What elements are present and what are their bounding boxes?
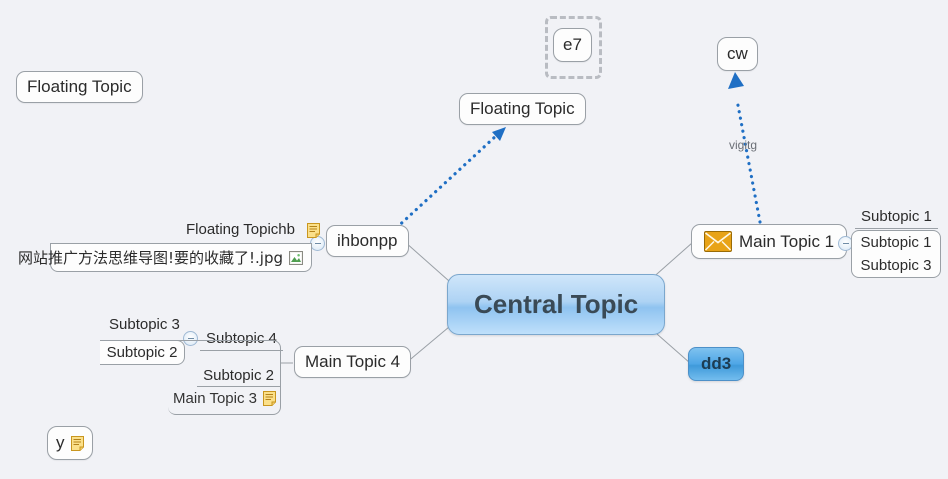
topic-ihbonpp[interactable]: ihbonpp (326, 225, 409, 257)
floating-topic-cw-label: cw (727, 44, 748, 63)
floating-topic-y[interactable]: y (47, 426, 93, 460)
floating-topic-e7[interactable]: e7 (553, 28, 592, 62)
note-icon (306, 222, 320, 238)
selection-marquee (545, 16, 602, 79)
subtopic-left-2a-label: Subtopic 2 (106, 344, 178, 361)
subtopic-left-2b[interactable]: Subtopic 2 (197, 365, 280, 387)
note-icon (262, 391, 276, 406)
subtopic-right-1-label: Subtopic 1 (860, 234, 932, 251)
collapse-toggle-subtopic-4[interactable] (183, 331, 198, 346)
topic-dd3[interactable]: dd3 (688, 347, 745, 381)
topic-ihbonpp-label: ihbonpp (337, 231, 398, 250)
attachment-floating-topichb[interactable]: Floating Topichb (180, 219, 320, 241)
subtopic-left-4[interactable]: Subtopic 4 (200, 328, 283, 351)
main-topic-1-label: Main Topic 1 (739, 231, 835, 251)
attachment-image-file-label: 网站推广方法思维导图!要的收藏了!.jpg (17, 249, 283, 267)
subtopic-right-0[interactable]: Subtopic 1 (855, 206, 938, 229)
subtopic-left-2a[interactable]: Subtopic 2 (100, 340, 185, 365)
envelope-icon (704, 231, 732, 252)
main-topic-3[interactable]: Main Topic 3 (168, 390, 281, 407)
topic-dd3-label: dd3 (701, 354, 732, 373)
attachment-image-file[interactable]: 网站推广方法思维导图!要的收藏了!.jpg (18, 243, 312, 272)
floating-topic-top-left-label: Floating Topic (27, 77, 132, 96)
subtopic-right-0-label: Subtopic 1 (861, 208, 932, 225)
floating-topic-e7-label: e7 (563, 35, 582, 54)
subtopic-left-4-label: Subtopic 4 (206, 330, 277, 347)
floating-topic-top-left[interactable]: Floating Topic (16, 71, 143, 103)
central-topic[interactable]: Central Topic (447, 274, 666, 335)
floating-topic-upper-label: Floating Topic (470, 99, 575, 118)
subtopic-right-2-label: Subtopic 3 (860, 257, 932, 274)
attachment-floating-topichb-label: Floating Topichb (186, 221, 295, 238)
subtopic-right-2[interactable]: Subtopic 3 (851, 254, 941, 278)
main-topic-3-label: Main Topic 3 (173, 390, 257, 407)
main-topic-4[interactable]: Main Topic 4 (294, 346, 412, 378)
main-topic-1[interactable]: Main Topic 1 (691, 224, 848, 259)
subtopic-left-2b-label: Subtopic 2 (197, 365, 280, 387)
note-icon (70, 435, 84, 451)
main-topic-4-label: Main Topic 4 (305, 352, 401, 371)
subtopic-left-3-label: Subtopic 3 (109, 316, 180, 333)
subtopic-right-1[interactable]: Subtopic 1 (851, 230, 941, 255)
central-topic-label: Central Topic (474, 289, 639, 319)
subtopic-left-3[interactable]: Subtopic 3 (103, 314, 186, 336)
relationship-label-vigitg[interactable]: vigitg (729, 138, 758, 152)
floating-topic-y-label: y (56, 433, 65, 452)
floating-topic-cw[interactable]: cw (717, 37, 758, 71)
image-icon (289, 250, 303, 265)
floating-topic-upper[interactable]: Floating Topic (459, 93, 586, 125)
